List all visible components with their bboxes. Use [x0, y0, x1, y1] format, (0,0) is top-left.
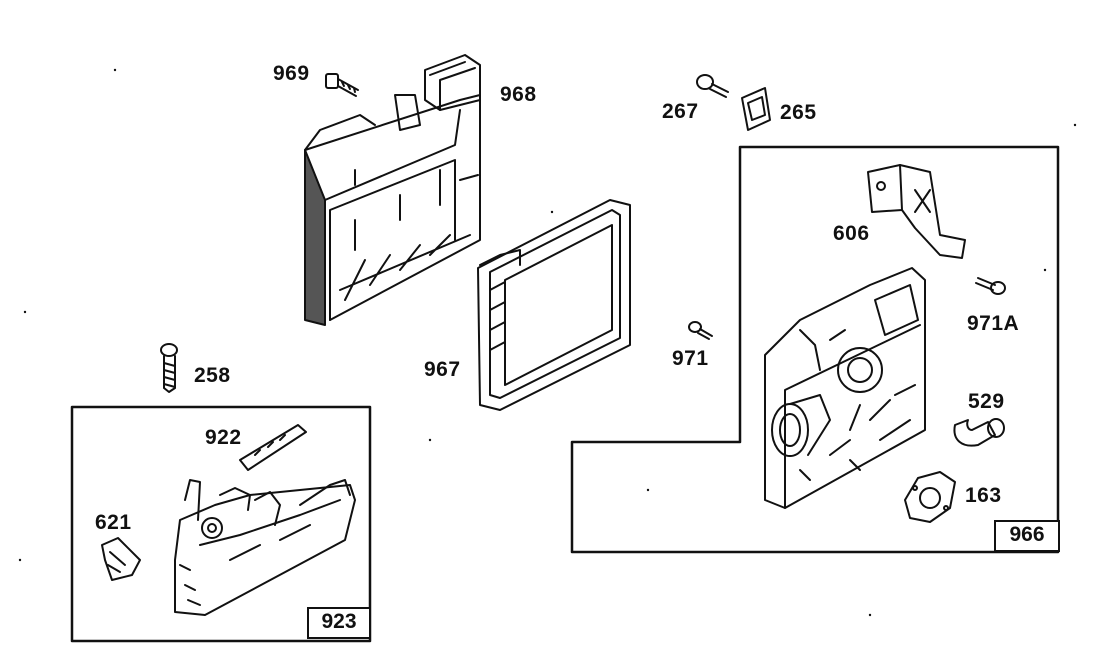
label-968: 968: [500, 83, 537, 106]
carburetor-body: [764, 267, 926, 509]
link-922: [239, 424, 307, 471]
label-606: 606: [833, 222, 870, 245]
screw-969: [325, 73, 359, 97]
control-bracket: [174, 479, 356, 616]
label-971: 971: [672, 347, 709, 370]
screw-971: [688, 321, 713, 340]
label-265: 265: [780, 101, 817, 124]
assembly-923-frame: [70, 405, 372, 643]
screw-258: [160, 343, 178, 393]
elbow-529: [953, 418, 1005, 447]
label-922: 922: [205, 426, 242, 449]
scan-specks: [18, 68, 1077, 617]
bracket-606: [867, 164, 966, 259]
label-267: 267: [662, 100, 699, 123]
air-filter-967: [477, 199, 631, 411]
label-258: 258: [194, 364, 231, 387]
screw-267: [696, 74, 729, 98]
clip-621: [101, 537, 141, 581]
gasket-163: [904, 471, 956, 523]
label-163: 163: [965, 484, 1002, 507]
label-529: 529: [968, 390, 1005, 413]
label-967: 967: [424, 358, 461, 381]
assembly-966-frame: [570, 145, 1060, 554]
label-621: 621: [95, 511, 132, 534]
label-969: 969: [273, 62, 310, 85]
assembly-label-923: 923: [307, 607, 371, 639]
air-cleaner-base-968: [304, 54, 481, 326]
screw-971a: [975, 277, 1006, 295]
assembly-label-966: 966: [994, 520, 1060, 552]
nut-265: [741, 87, 771, 131]
label-971a: 971A: [967, 312, 1020, 335]
